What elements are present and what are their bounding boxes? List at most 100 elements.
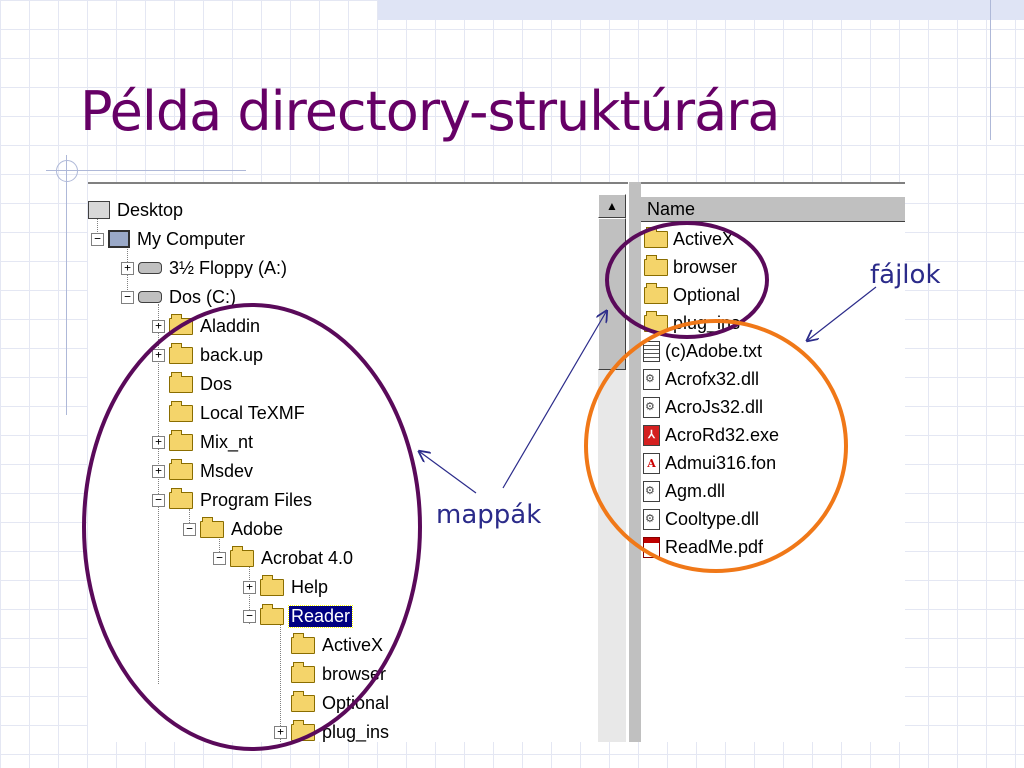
- expand-icon[interactable]: +: [152, 435, 165, 449]
- collapse-icon[interactable]: −: [213, 551, 226, 565]
- tree-item-dos[interactable]: Dos: [169, 371, 234, 396]
- text-file-icon: [643, 340, 660, 362]
- tree-scrollbar[interactable]: ▲: [598, 194, 626, 742]
- folder-icon: [644, 282, 668, 304]
- tree-item-help[interactable]: + Help: [243, 574, 330, 599]
- collapse-icon[interactable]: −: [91, 232, 104, 246]
- open-folder-icon: [260, 603, 284, 625]
- list-item-label: AcroRd32.exe: [665, 424, 780, 445]
- expand-icon[interactable]: +: [274, 725, 287, 739]
- list-item-label: plug_ins: [673, 312, 741, 333]
- header-band: [378, 0, 1024, 20]
- tree-item-local-texmf[interactable]: Local TeXMF: [169, 400, 307, 425]
- list-item[interactable]: AcroJs32.dll: [641, 394, 763, 420]
- folder-icon: [644, 254, 668, 276]
- tree-item-label: Dos (C:): [169, 286, 236, 307]
- hard-drive-icon: [138, 291, 162, 303]
- name-column-header[interactable]: Name: [641, 196, 905, 222]
- tree-item-label: 3½ Floppy (A:): [169, 257, 288, 278]
- expand-icon[interactable]: +: [152, 319, 165, 333]
- collapse-icon[interactable]: −: [121, 290, 134, 304]
- tree-item-label: back.up: [200, 344, 264, 365]
- tree-item-label: Desktop: [117, 199, 184, 220]
- list-item[interactable]: Cooltype.dll: [641, 506, 759, 532]
- list-item-label: browser: [673, 256, 738, 277]
- list-item[interactable]: ReadMe.pdf: [641, 534, 763, 560]
- folder-icon: [169, 429, 193, 451]
- expand-icon[interactable]: +: [121, 261, 134, 275]
- folder-icon: [169, 458, 193, 480]
- tree-item-program-files[interactable]: − Program Files: [152, 487, 314, 512]
- tree-item-plug-ins[interactable]: + plug_ins: [274, 719, 391, 742]
- folder-icon: [291, 690, 315, 712]
- tree-item-my-computer[interactable]: − My Computer: [91, 227, 247, 251]
- scroll-up-button[interactable]: ▲: [598, 194, 626, 218]
- tree-item-floppy[interactable]: + 3½ Floppy (A:): [121, 256, 289, 280]
- tree-item-label: ActiveX: [322, 634, 384, 655]
- tree-item-browser[interactable]: browser: [291, 661, 388, 686]
- list-item[interactable]: ⅄AcroRd32.exe: [641, 422, 779, 448]
- list-item-label: (c)Adobe.txt: [665, 340, 763, 361]
- folder-icon: [291, 661, 315, 683]
- tree-item-aladdin[interactable]: + Aladdin: [152, 313, 262, 338]
- tree-item-adobe[interactable]: − Adobe: [183, 516, 285, 541]
- collapse-icon[interactable]: −: [183, 522, 196, 536]
- folder-icon: [291, 632, 315, 654]
- tree-item-label: Help: [291, 576, 329, 597]
- tree-item-label: Aladdin: [200, 315, 261, 336]
- decorative-rule: [66, 155, 67, 415]
- dll-file-icon: [643, 508, 660, 530]
- decorative-rule: [990, 0, 991, 140]
- slide-title: Példa directory-struktúrára: [80, 80, 780, 143]
- pane-splitter[interactable]: [628, 182, 642, 742]
- list-item[interactable]: Optional: [641, 282, 740, 308]
- list-item-label: Agm.dll: [665, 480, 726, 501]
- list-item-label: Cooltype.dll: [665, 508, 760, 529]
- folder-icon: [169, 371, 193, 393]
- tree-item-label: Mix_nt: [200, 431, 254, 452]
- scroll-thumb[interactable]: [598, 218, 626, 370]
- folder-icon: [169, 342, 193, 364]
- list-item[interactable]: plug_ins: [641, 310, 740, 336]
- dll-file-icon: [643, 396, 660, 418]
- list-item-label: Admui316.fon: [665, 452, 777, 473]
- list-item-label: Optional: [673, 284, 741, 305]
- explorer-screenshot: Desktop − My Computer + 3½ Floppy (A:) −…: [88, 182, 905, 742]
- tree-item-label: Acrobat 4.0: [261, 547, 354, 568]
- tree-item-activex[interactable]: ActiveX: [291, 632, 385, 657]
- collapse-icon[interactable]: −: [152, 493, 165, 507]
- collapse-icon[interactable]: −: [243, 609, 256, 623]
- list-item[interactable]: browser: [641, 254, 737, 280]
- list-item[interactable]: Agm.dll: [641, 478, 725, 504]
- folder-icon: [230, 545, 254, 567]
- tree-item-label: Dos: [200, 373, 233, 394]
- dll-file-icon: [643, 480, 660, 502]
- list-item[interactable]: ActiveX: [641, 226, 734, 252]
- list-item[interactable]: (c)Adobe.txt: [641, 338, 762, 364]
- folder-icon: [200, 516, 224, 538]
- tree-item-mix-nt[interactable]: + Mix_nt: [152, 429, 255, 454]
- tree-item-reader[interactable]: − Reader: [243, 603, 354, 628]
- folder-icon: [169, 487, 193, 509]
- list-item[interactable]: Acrofx32.dll: [641, 366, 759, 392]
- expand-icon[interactable]: +: [243, 580, 256, 594]
- tree-item-label: Optional: [322, 692, 390, 713]
- pdf-file-icon: [643, 536, 660, 558]
- list-item-label: Acrofx32.dll: [665, 368, 760, 389]
- tree-item-dos-c[interactable]: − Dos (C:): [121, 285, 238, 309]
- floppy-drive-icon: [138, 262, 162, 274]
- expand-icon[interactable]: +: [152, 348, 165, 362]
- tree-item-msdev[interactable]: + Msdev: [152, 458, 255, 483]
- folder-icon: [260, 574, 284, 596]
- expand-icon[interactable]: +: [152, 464, 165, 478]
- tree-item-back-up[interactable]: + back.up: [152, 342, 265, 367]
- dll-file-icon: [643, 368, 660, 390]
- folder-icon: [169, 400, 193, 422]
- tree-item-acrobat[interactable]: − Acrobat 4.0: [213, 545, 355, 570]
- desktop-icon: [88, 201, 110, 219]
- tree-item-label: browser: [322, 663, 387, 684]
- tree-item-optional[interactable]: Optional: [291, 690, 391, 715]
- tree-item-desktop[interactable]: Desktop: [88, 198, 185, 222]
- folder-icon: [291, 719, 315, 741]
